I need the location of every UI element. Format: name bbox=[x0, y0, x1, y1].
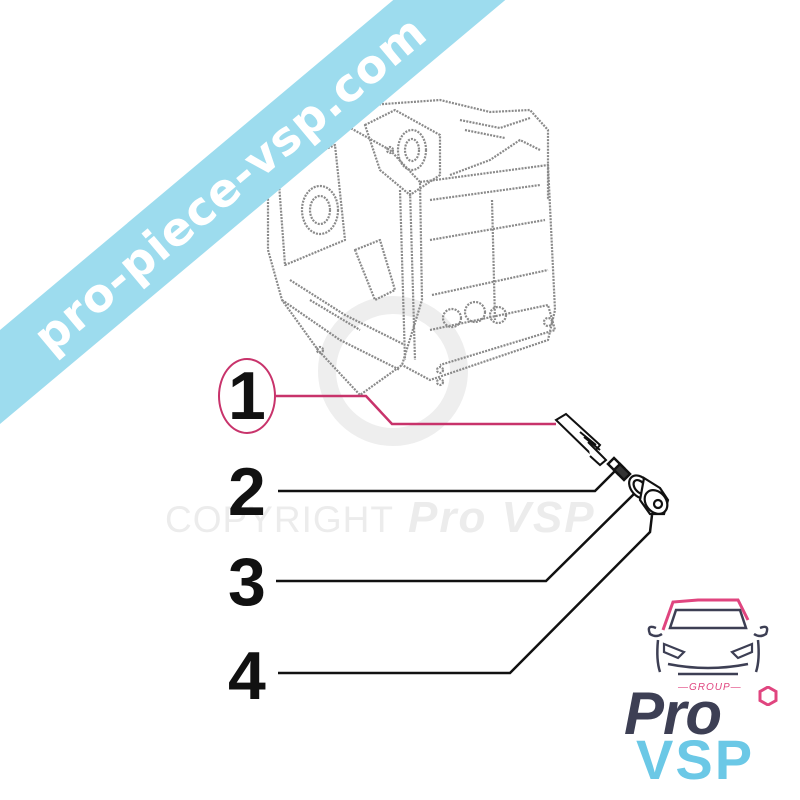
hex-nut-icon bbox=[758, 686, 778, 706]
callout-line-1 bbox=[276, 394, 556, 426]
part-2-spring bbox=[606, 456, 632, 482]
logo-pro-text: Pro bbox=[624, 680, 722, 747]
part-1-plug bbox=[554, 412, 608, 467]
callout-number-4: 4 bbox=[228, 638, 266, 714]
copyright-watermark: COPYRIGHT Pro VSP bbox=[165, 493, 596, 543]
car-outline-icon bbox=[647, 598, 769, 676]
callout-number-1: 1 bbox=[228, 358, 266, 434]
logo-group-label: —GROUP— bbox=[678, 682, 742, 693]
copyright-brand: Pro VSP bbox=[407, 493, 596, 542]
callout-number-3: 3 bbox=[228, 544, 266, 620]
part-4-screw bbox=[638, 476, 670, 516]
logo-vsp-text: VSP bbox=[636, 728, 755, 791]
callout-line-2 bbox=[278, 467, 619, 493]
copyright-prefix: COPYRIGHT bbox=[165, 499, 394, 540]
callout-line-3 bbox=[276, 487, 641, 583]
callout-line-4 bbox=[278, 514, 654, 675]
callout-number-2: 2 bbox=[228, 454, 266, 530]
pro-vsp-logo: —GROUP— Pro VSP bbox=[618, 590, 786, 788]
callout-1-highlight-ring bbox=[218, 358, 276, 434]
